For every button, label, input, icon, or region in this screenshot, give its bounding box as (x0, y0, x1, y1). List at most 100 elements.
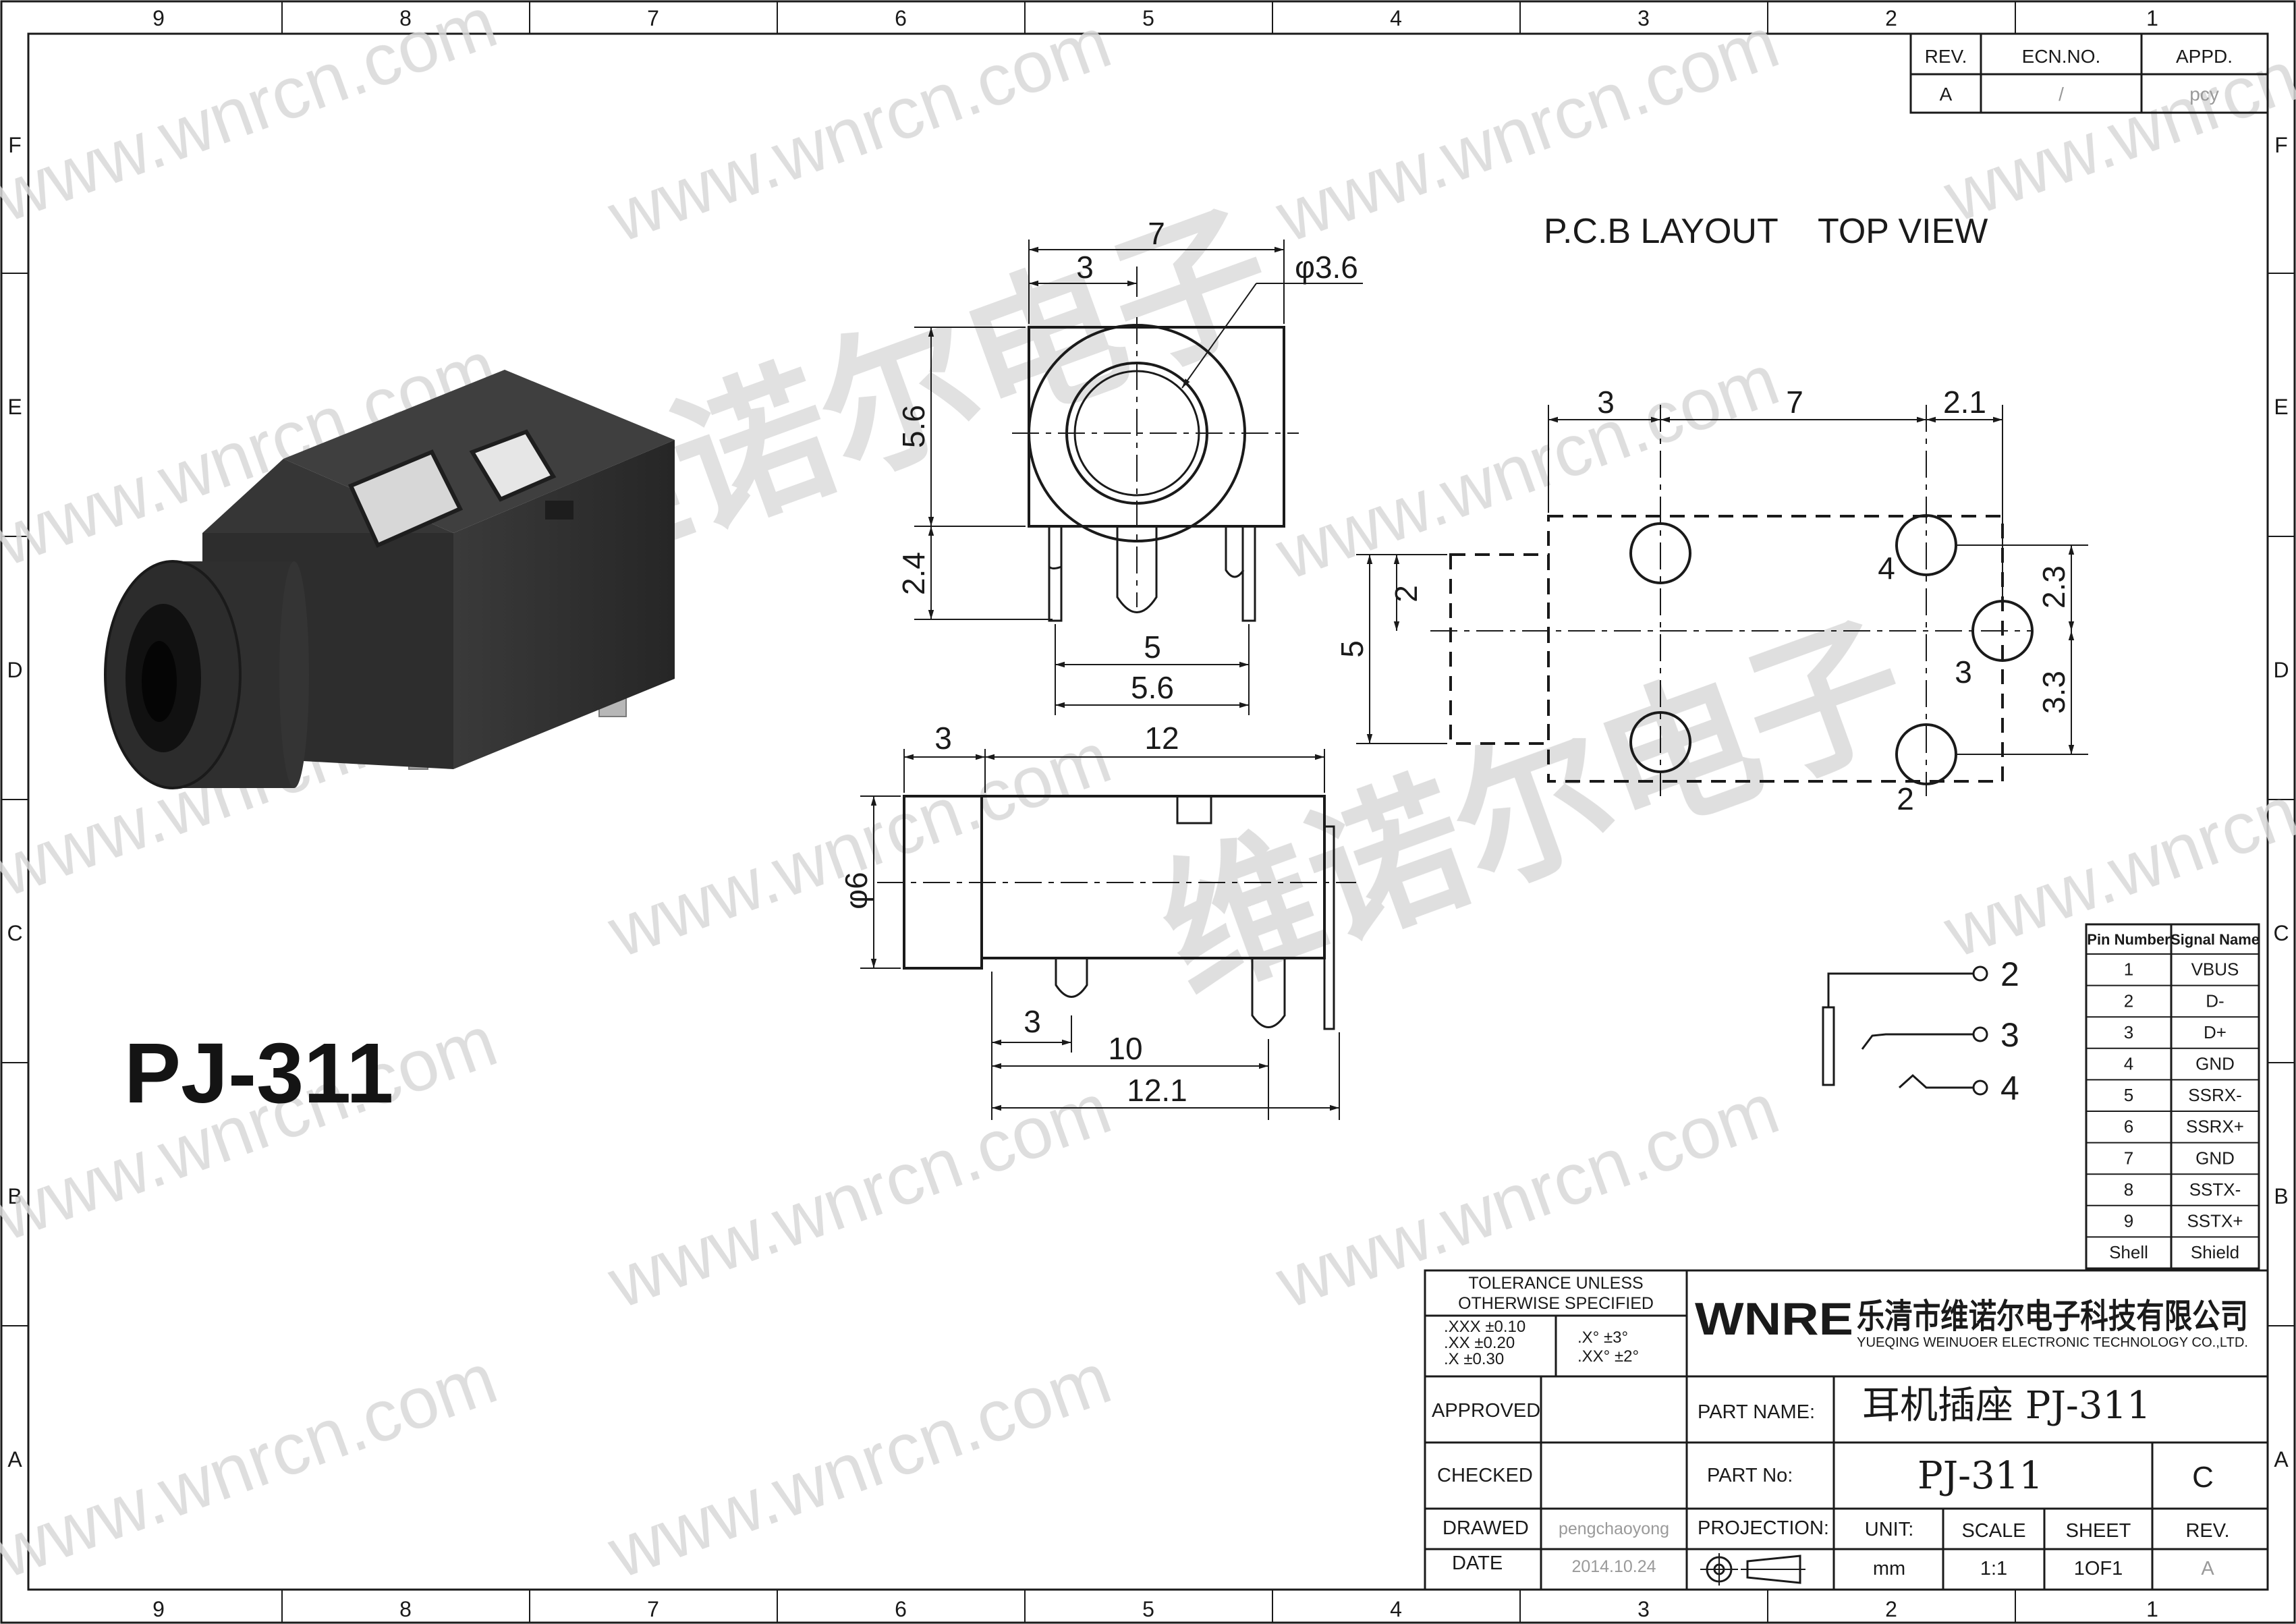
pin-number-cell: 4 (2124, 1053, 2133, 1073)
pin-table-header-signal: Signal Name (2171, 931, 2260, 948)
company-name-cn: 乐清市维诺尔电子科技有限公司 (1857, 1297, 2248, 1335)
appd-value: pcy (2189, 84, 2219, 105)
unit-value: mm (1873, 1558, 1905, 1579)
pin-number-cell: 5 (2124, 1085, 2133, 1105)
pcb-hole-pin-4 (1895, 514, 1957, 576)
pin-number-cell: 7 (2124, 1148, 2133, 1168)
col-label: 6 (895, 1597, 907, 1621)
col-label: 3 (1637, 6, 1650, 30)
rev-value: A (2201, 1558, 2214, 1579)
top-view-title: TOP VIEW (1818, 212, 1988, 251)
front-view (1012, 317, 1299, 622)
appd-header: APPD. (2176, 46, 2233, 67)
tolerance-linear-2: .XX ±0.20 (1444, 1334, 1515, 1352)
dim-5-vertical: 5 (1335, 640, 1370, 658)
pin-label-2: 2 (1897, 781, 1914, 816)
row-label: C (2273, 921, 2289, 945)
col-label: 7 (647, 6, 659, 30)
dim-3: 3 (1597, 385, 1615, 420)
col-label: 4 (1390, 6, 1402, 30)
part-no-label: PART No: (1707, 1465, 1793, 1486)
tolerance-title-2: OTHERWISE SPECIFIED (1458, 1294, 1654, 1313)
row-label: D (7, 658, 22, 682)
watermark-url: www.wnrcn.com (0, 1337, 507, 1594)
drawed-value: pengchaoyong (1559, 1519, 1669, 1538)
dim-5-6: 5.6 (1131, 670, 1174, 705)
pin-number-cell: 6 (2124, 1117, 2133, 1137)
rev-header: REV. (1925, 46, 1967, 67)
row-label: B (2274, 1184, 2288, 1208)
signal-name-cell: GND (2195, 1148, 2235, 1168)
watermark-url: www.wnrcn.com (1266, 338, 1789, 595)
approved-label: APPROVED (1432, 1400, 1540, 1422)
col-label: 8 (399, 1597, 412, 1621)
pcb-hole-pin-3 (1971, 600, 2034, 662)
pcb-dim-text: 3 7 2.1 5 2 2.3 3.3 4 3 2 (1335, 385, 2071, 816)
dim-3-top: 3 (934, 721, 952, 756)
ecn-header: ECN.NO. (2022, 46, 2101, 67)
zone-labels: 9 8 7 6 5 4 3 2 1 9 8 7 6 5 4 3 2 1 F E … (7, 6, 2289, 1621)
col-label: 1 (2146, 6, 2158, 30)
pcb-hole (1629, 522, 1691, 584)
jack-schematic (1822, 965, 1988, 1096)
row-label: E (2274, 395, 2288, 419)
signal-name-cell: D- (2206, 990, 2224, 1011)
watermark-url: www.wnrcn.com (598, 1337, 1121, 1594)
watermark-url: www.wnrcn.com (1934, 0, 2296, 237)
dim-3-3-vertical: 3.3 (2036, 671, 2071, 714)
signal-name-cell: SSRX- (2188, 1085, 2241, 1105)
dim-7: 7 (1148, 216, 1165, 251)
schematic-pin-2: 2 (2000, 955, 2019, 993)
dim-3-bottom: 3 (1024, 1004, 1041, 1039)
rev-label: REV. (2185, 1520, 2229, 1542)
product-model-title: PJ-311 (124, 1026, 393, 1121)
pin-label-3: 3 (1955, 654, 1972, 690)
signal-name-cell: GND (2195, 1053, 2235, 1073)
side-view (877, 795, 1356, 1030)
col-label: 5 (1142, 1597, 1154, 1621)
row-label: F (8, 133, 22, 157)
dim-5: 5 (1144, 629, 1161, 665)
col-label: 2 (1885, 6, 1897, 30)
pcb-hole-pin-2 (1895, 723, 1957, 785)
watermark-cn: 维诺尔电子 (1138, 590, 1929, 1027)
signal-name-cell: SSTX+ (2187, 1210, 2243, 1231)
col-label: 8 (399, 6, 412, 30)
revision-table: REV. ECN.NO. APPD. A / pcy (1909, 32, 2269, 114)
part-name-label: PART NAME: (1698, 1401, 1815, 1423)
signal-name-cell: Shield (2191, 1242, 2239, 1262)
pcb-layout-title: P.C.B LAYOUT (1544, 212, 1779, 251)
product-photo (104, 370, 675, 789)
pin-number-cell: Shell (2109, 1242, 2148, 1262)
col-label: 2 (1885, 1597, 1897, 1621)
pin-number-cell: 3 (2124, 1022, 2133, 1042)
projection-symbol-icon (1700, 1553, 1805, 1586)
side-view-dim-text: 3 12 φ6 3 10 12.1 (839, 721, 1187, 1108)
scale-label: SCALE (1961, 1520, 2025, 1542)
pin-number-cell: 9 (2124, 1210, 2133, 1231)
dim-7: 7 (1786, 385, 1803, 420)
watermark-url: www.wnrcn.com (598, 716, 1121, 973)
ecn-value: / (2059, 84, 2064, 105)
row-label: C (7, 921, 22, 945)
title-block: TOLERANCE UNLESS OTHERWISE SPECIFIED .XX… (1424, 1269, 2269, 1591)
company-name-en: YUEQING WEINUOER ELECTRONIC TECHNOLOGY C… (1857, 1335, 2248, 1350)
rev-value: A (1940, 84, 1953, 105)
company-logo: WNRE (1695, 1293, 1853, 1345)
part-name-value: 耳机插座 PJ-311 (1862, 1384, 2151, 1428)
date-value: 2014.10.24 (1571, 1557, 1656, 1576)
signal-name-cell: SSRX+ (2186, 1117, 2244, 1137)
col-label: 9 (152, 1597, 165, 1621)
dim-phi-6: φ6 (839, 872, 874, 909)
row-label: A (2274, 1447, 2289, 1472)
dim-2-1: 2.1 (1943, 385, 1986, 420)
pin-number-cell: 2 (2124, 990, 2133, 1011)
projection-label: PROJECTION: (1698, 1517, 1829, 1539)
date-label: DATE (1452, 1552, 1503, 1574)
col-label: 7 (647, 1597, 659, 1621)
tolerance-title-1: TOLERANCE UNLESS (1468, 1274, 1643, 1293)
